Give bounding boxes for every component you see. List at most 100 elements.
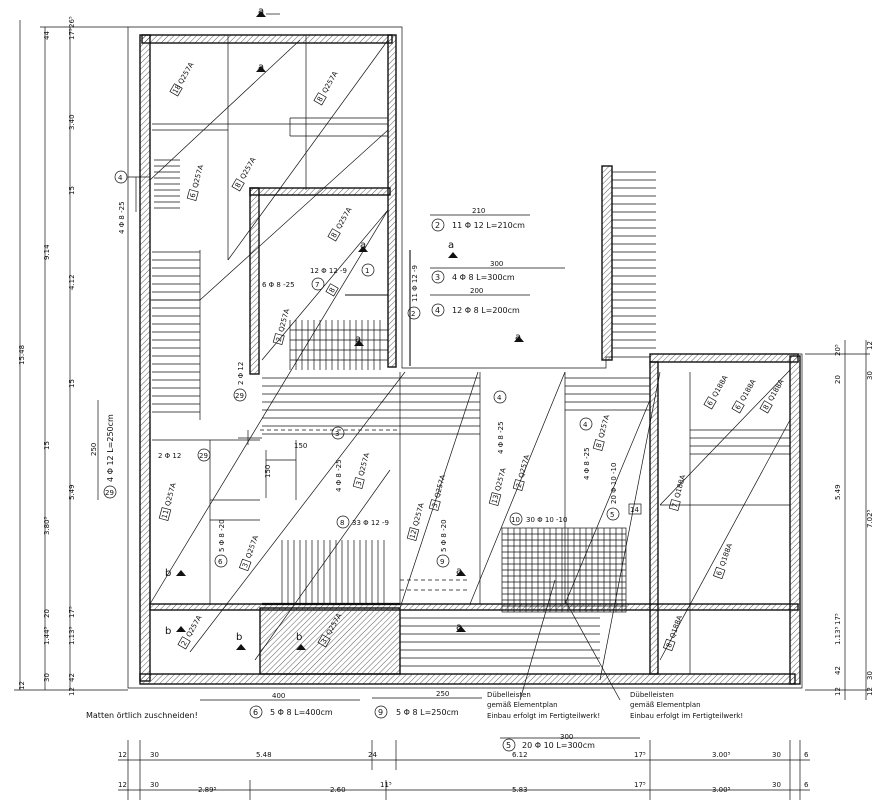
svg-text:6: 6: [804, 781, 809, 789]
svg-text:8: 8: [762, 403, 771, 411]
mesh-label-6: 6 Q257A: [186, 164, 205, 201]
svg-text:a: a: [456, 622, 462, 633]
svg-text:29: 29: [199, 452, 208, 460]
rebar-lines: [149, 35, 791, 701]
svg-text:3.00⁵: 3.00⁵: [712, 751, 731, 759]
svg-text:5 Φ 8 L=400cm: 5 Φ 8 L=400cm: [270, 708, 333, 717]
svg-text:24: 24: [368, 751, 377, 759]
svg-text:13: 13: [490, 494, 500, 505]
svg-text:Q188A: Q188A: [668, 614, 684, 639]
svg-text:11 Φ 12 -9: 11 Φ 12 -9: [411, 265, 419, 302]
svg-text:b: b: [236, 632, 242, 643]
svg-text:20 Φ 10 L=300cm: 20 Φ 10 L=300cm: [522, 741, 595, 750]
svg-text:7: 7: [315, 281, 319, 289]
svg-text:6.12: 6.12: [512, 751, 528, 759]
svg-text:4: 4: [583, 421, 588, 429]
svg-text:Q188A: Q188A: [718, 542, 734, 567]
section-marker-a-top: a: [256, 6, 280, 17]
svg-text:1.44⁵: 1.44⁵: [43, 626, 51, 645]
svg-text:Q188A: Q188A: [711, 374, 730, 399]
svg-text:5 Φ 8 -20: 5 Φ 8 -20: [440, 519, 448, 552]
svg-text:Q257A: Q257A: [191, 164, 205, 189]
section-marker-a-3: a: [358, 240, 368, 252]
svg-text:5: 5: [610, 511, 614, 519]
svg-text:8: 8: [330, 231, 339, 239]
svg-text:12: 12: [118, 781, 127, 789]
svg-text:Q257A: Q257A: [597, 414, 611, 439]
svg-text:3: 3: [335, 430, 339, 438]
svg-text:400: 400: [272, 692, 285, 700]
svg-text:17⁵: 17⁵: [634, 751, 646, 759]
svg-text:3.80⁵: 3.80⁵: [43, 516, 51, 535]
notes: Matten örtlich zuschneiden! Dübelleisten…: [86, 691, 743, 720]
svg-text:12: 12: [834, 687, 842, 696]
svg-text:150: 150: [264, 465, 272, 478]
svg-text:42: 42: [68, 673, 76, 682]
svg-text:b: b: [165, 626, 171, 637]
svg-text:b: b: [165, 568, 171, 579]
svg-text:11 Φ 12 L=210cm: 11 Φ 12 L=210cm: [452, 221, 525, 230]
svg-text:20 Φ 10 -10: 20 Φ 10 -10: [610, 463, 618, 504]
svg-text:Q257A: Q257A: [357, 452, 371, 477]
outer-walls: [127, 26, 803, 689]
svg-text:17⁵: 17⁵: [68, 28, 76, 40]
svg-text:2 Φ 12: 2 Φ 12: [158, 452, 181, 460]
svg-text:4 Φ 8 -25: 4 Φ 8 -25: [497, 421, 505, 454]
svg-text:6: 6: [189, 192, 198, 199]
svg-text:8: 8: [665, 642, 674, 649]
svg-text:1.13⁵: 1.13⁵: [68, 626, 76, 645]
svg-text:Q188A: Q188A: [767, 378, 786, 403]
svg-text:5.49: 5.49: [834, 484, 842, 500]
svg-text:12: 12: [18, 681, 26, 690]
svg-text:42: 42: [834, 666, 842, 675]
svg-text:210: 210: [472, 207, 485, 215]
svg-text:18: 18: [171, 83, 182, 95]
bar-group-center-horizontal: [262, 377, 790, 667]
svg-text:8: 8: [340, 519, 344, 527]
svg-text:20: 20: [43, 609, 51, 618]
section-marker-a-6: a: [514, 332, 524, 343]
section-markers: a a a a a a a a b b b b: [165, 6, 524, 650]
svg-text:12: 12: [866, 687, 874, 696]
svg-text:12: 12: [866, 341, 874, 350]
svg-text:8: 8: [316, 95, 325, 103]
rebar-legend: 210 2 11 Φ 12 L=210cm 300 3 4 Φ 8 L=300c…: [90, 207, 640, 752]
svg-text:Q257A: Q257A: [321, 70, 340, 95]
svg-text:a: a: [360, 240, 366, 251]
svg-text:11⁵: 11⁵: [380, 781, 392, 789]
mesh-label-8e: 8: [325, 283, 339, 297]
svg-text:3: 3: [355, 480, 364, 486]
svg-text:4 Φ 8 -25: 4 Φ 8 -25: [335, 459, 343, 492]
svg-text:30: 30: [866, 671, 874, 680]
svg-text:150: 150: [294, 442, 307, 450]
svg-text:5.48: 5.48: [256, 751, 272, 759]
svg-text:5: 5: [506, 741, 511, 750]
svg-text:12 Φ 8 L=200cm: 12 Φ 8 L=200cm: [452, 306, 520, 315]
svg-text:30: 30: [150, 751, 159, 759]
svg-text:a: a: [456, 566, 462, 577]
svg-text:12: 12: [68, 687, 76, 696]
svg-text:Q257A: Q257A: [239, 156, 258, 181]
svg-text:4: 4: [497, 394, 502, 402]
bar-group-left-upper: [152, 251, 200, 413]
svg-text:44: 44: [43, 31, 51, 40]
svg-text:6: 6: [706, 399, 715, 407]
svg-text:9: 9: [378, 708, 383, 717]
svg-text:7: 7: [671, 502, 680, 508]
svg-text:5.83: 5.83: [512, 786, 528, 794]
svg-text:Q257A: Q257A: [335, 206, 354, 231]
svg-text:2.60: 2.60: [330, 786, 346, 794]
svg-text:9: 9: [440, 558, 444, 566]
svg-text:a: a: [355, 334, 361, 345]
svg-text:30 Φ 10 -10: 30 Φ 10 -10: [526, 516, 567, 524]
bar-group-shaft: [612, 171, 656, 349]
svg-text:5.49: 5.49: [68, 484, 76, 500]
